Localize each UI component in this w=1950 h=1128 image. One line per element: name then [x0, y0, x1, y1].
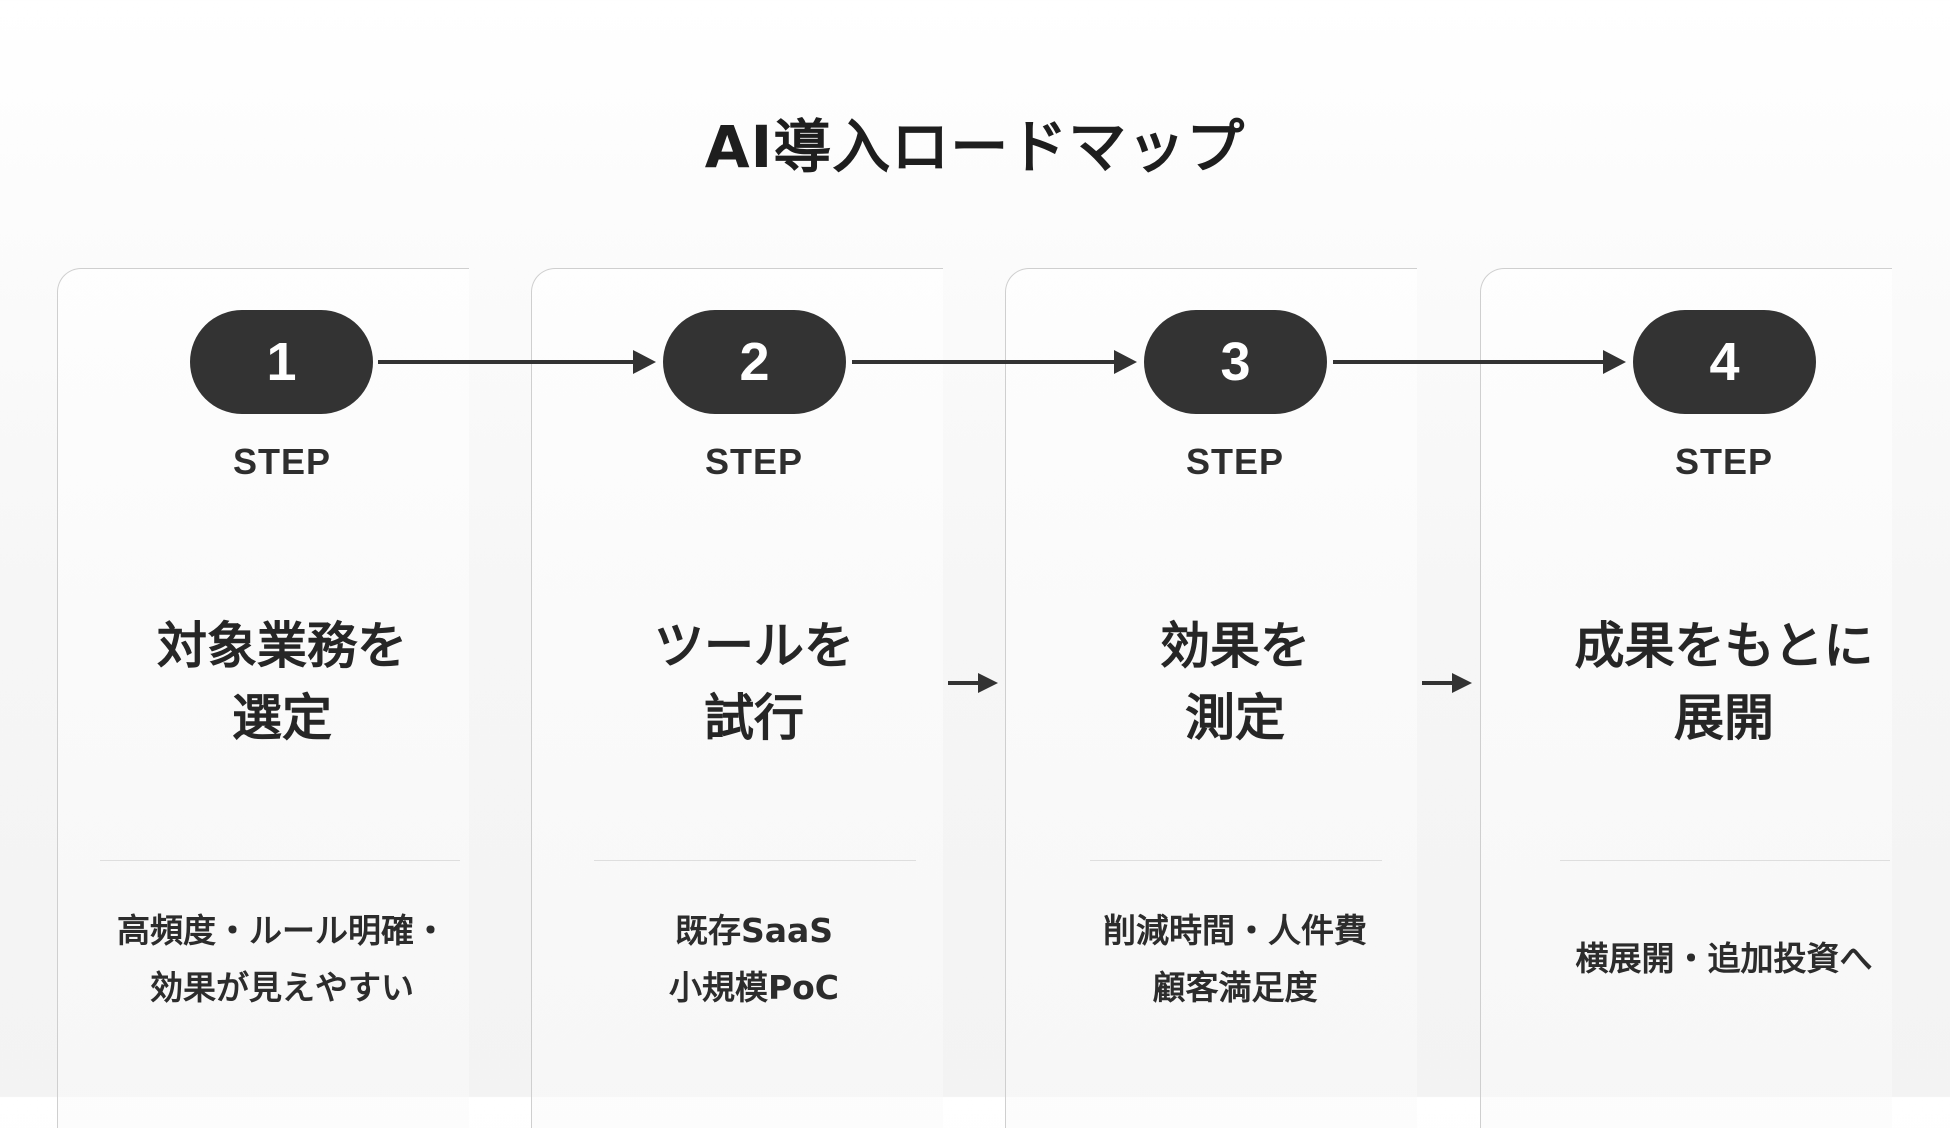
step-number-badge: 2	[663, 310, 846, 414]
step-description: 高頻度・ルール明確・ 効果が見えやすい	[82, 902, 482, 1016]
step-description: 横展開・追加投資へ	[1524, 930, 1924, 987]
step-number-badge: 1	[190, 310, 373, 414]
step-description-line: 既存SaaS	[674, 911, 834, 950]
step-label: STEP	[1674, 441, 1774, 482]
step-heading-line: 試行	[704, 689, 804, 747]
step-description-line: 削減時間・人件費	[1103, 911, 1367, 950]
divider	[1560, 860, 1890, 861]
step-heading-line: 対象業務を	[157, 617, 407, 675]
step-number-badge: 4	[1633, 310, 1816, 414]
step-heading-line: 成果をもとに	[1574, 617, 1874, 675]
step-heading-line: 測定	[1185, 689, 1285, 747]
step-heading-line: ツールを	[654, 617, 854, 675]
step-description: 削減時間・人件費 顧客満足度	[1035, 902, 1435, 1016]
step-heading: 効果を 測定	[1035, 610, 1435, 754]
step-description-line: 効果が見えやすい	[150, 968, 414, 1007]
step-heading-line: 効果を	[1160, 617, 1310, 675]
step-heading-line: 選定	[232, 689, 332, 747]
step-description: 既存SaaS 小規模PoC	[554, 902, 954, 1016]
step-description-line: 小規模PoC	[668, 968, 840, 1007]
page-title: AI導入ロードマップ	[704, 113, 1246, 181]
step-number-badge: 3	[1144, 310, 1327, 414]
step-heading: 成果をもとに 展開	[1524, 610, 1924, 754]
step-heading-line: 展開	[1674, 689, 1774, 747]
step-heading: 対象業務を 選定	[82, 610, 482, 754]
divider	[1090, 860, 1382, 861]
step-label: STEP	[232, 441, 332, 482]
side-arrow-icon	[948, 673, 998, 693]
divider	[594, 860, 916, 861]
step-label: STEP	[704, 441, 804, 482]
step-description-line: 高頻度・ルール明確・	[117, 911, 447, 950]
divider	[100, 860, 460, 861]
step-description-line: 顧客満足度	[1152, 968, 1318, 1007]
step-label: STEP	[1185, 441, 1285, 482]
step-description-line: 横展開・追加投資へ	[1575, 939, 1873, 978]
step-heading: ツールを 試行	[554, 610, 954, 754]
